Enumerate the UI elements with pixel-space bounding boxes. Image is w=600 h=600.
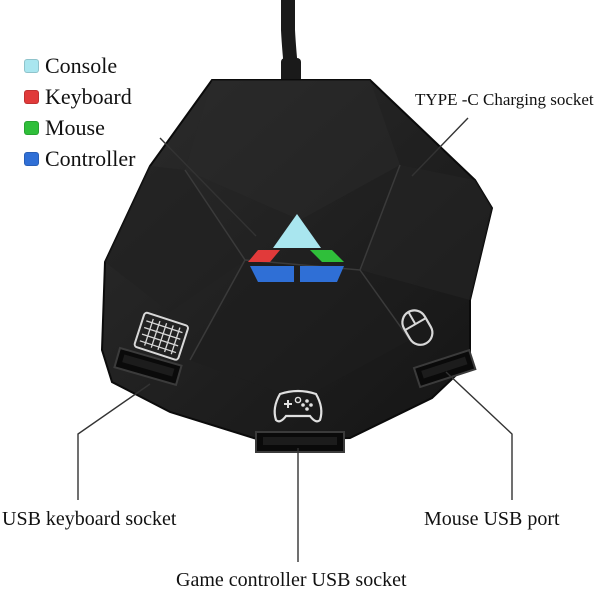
- keyboard-swatch-icon: [24, 89, 39, 104]
- bottom-facet: [190, 260, 410, 400]
- legend-label: Controller: [45, 145, 136, 171]
- gamepad-icon: [273, 389, 323, 423]
- led-controller-left: [250, 266, 294, 282]
- type-c-charging-label: TYPE -C Charging socket: [415, 90, 594, 109]
- led-keyboard: [248, 250, 280, 262]
- led-controller-right: [300, 266, 344, 282]
- legend-item-console: Console: [24, 50, 135, 81]
- leader-console: [159, 137, 257, 237]
- controller-swatch-icon: [24, 151, 39, 166]
- led-console: [273, 214, 321, 248]
- usb-keyboard-socket-label: USB keyboard socket: [2, 508, 177, 530]
- usb-socket-controller: [255, 431, 345, 453]
- leader-mouse-usb: [445, 371, 513, 500]
- leader-type-c: [411, 117, 469, 177]
- mouse-swatch-icon: [24, 120, 39, 135]
- leader-usb-keyboard: [77, 383, 151, 500]
- color-legend: Console Keyboard Mouse Controller: [24, 50, 135, 174]
- top-facet: [185, 80, 400, 220]
- usb-socket-mouse: [412, 348, 477, 389]
- game-controller-socket-label: Game controller USB socket: [176, 569, 407, 591]
- legend-label: Mouse: [45, 114, 105, 140]
- keyboard-icon: [133, 311, 189, 361]
- console-swatch-icon: [24, 58, 39, 73]
- legend-label: Console: [45, 52, 118, 78]
- led-mouse: [310, 250, 344, 262]
- right-facet: [360, 165, 492, 300]
- legend-item-controller: Controller: [24, 143, 135, 174]
- mouse-usb-port-label: Mouse USB port: [424, 508, 560, 530]
- adapter-device: [100, 79, 494, 453]
- legend-item-keyboard: Keyboard: [24, 81, 135, 112]
- usb-socket-keyboard: [113, 346, 183, 387]
- led-indicator: [248, 214, 344, 282]
- left-facet: [105, 166, 245, 312]
- mouse-icon: [401, 309, 434, 346]
- legend-item-mouse: Mouse: [24, 112, 135, 143]
- legend-label: Keyboard: [45, 83, 132, 109]
